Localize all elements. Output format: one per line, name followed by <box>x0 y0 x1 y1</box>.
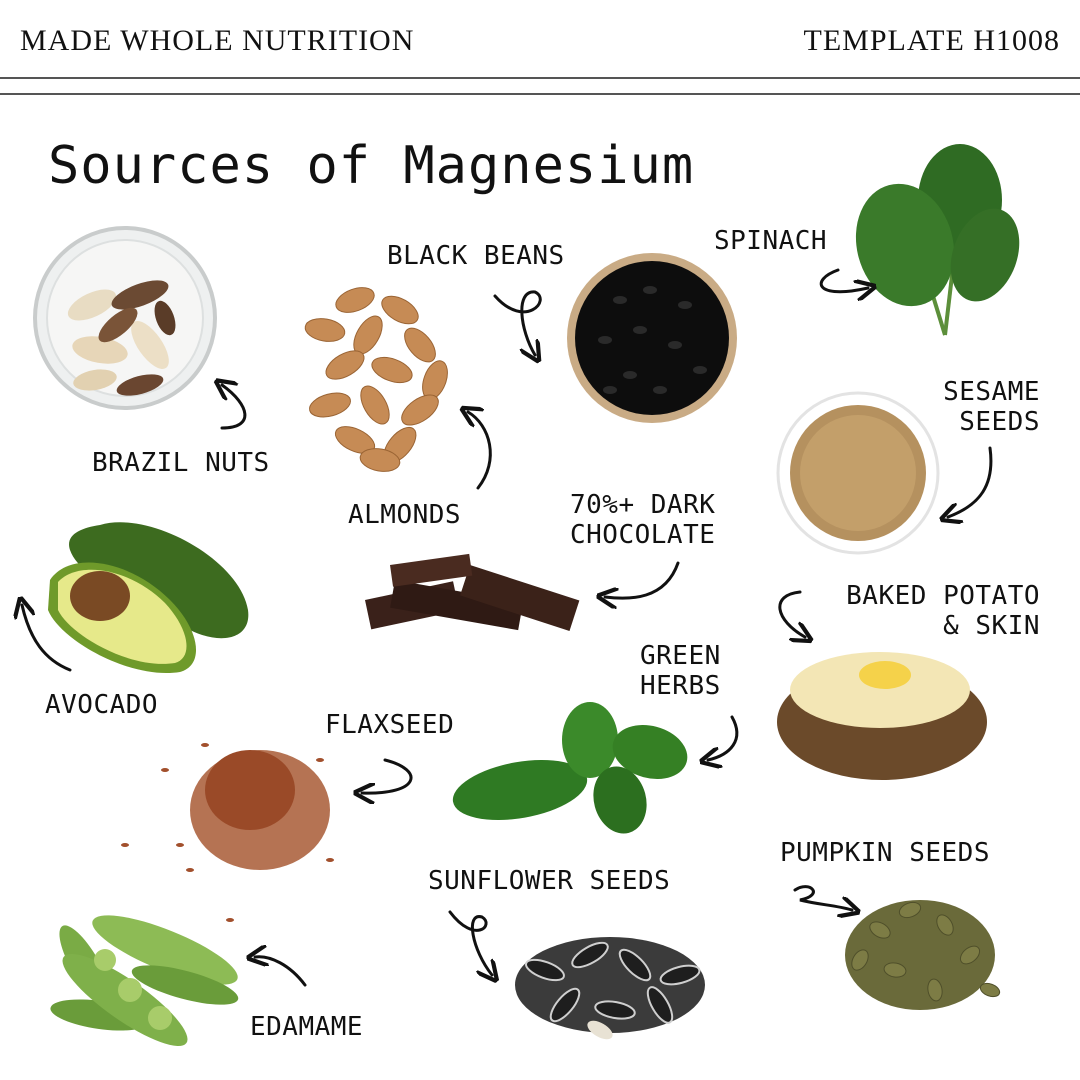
sesame-seeds-image <box>776 391 940 555</box>
baked-potato-image <box>777 652 987 780</box>
avocado-arrow <box>22 605 72 672</box>
flaxseed-arrow <box>362 758 413 793</box>
sunflower-seeds-image <box>515 937 705 1040</box>
spinach-arrow <box>819 268 868 292</box>
pointer-arrows <box>22 268 993 987</box>
almonds-arrow <box>468 412 492 490</box>
black-beans-arrow <box>493 290 540 355</box>
label-dark-chocolate: 70%+ DARK CHOCOLATE <box>570 490 715 550</box>
label-baked-potato: BAKED POTATO & SKIN <box>810 581 1040 641</box>
brand-name: MADE WHOLE NUTRITION <box>20 24 415 57</box>
label-sesame-seeds: SESAME SEEDS <box>930 377 1040 437</box>
sunflower-arrow <box>448 910 492 975</box>
edamame-arrow <box>255 957 307 987</box>
label-edamame: EDAMAME <box>250 1012 364 1042</box>
template-code: TEMPLATE H1008 <box>803 24 1060 57</box>
label-green-herbs-line2: HERBS <box>640 671 721 701</box>
label-green-herbs: GREEN HERBS <box>640 641 721 701</box>
label-baked-potato-line2: & SKIN <box>943 611 1040 641</box>
label-green-herbs-line1: GREEN <box>640 641 721 671</box>
label-brazil-nuts: BRAZIL NUTS <box>92 448 270 478</box>
header: MADE WHOLE NUTRITION TEMPLATE H1008 <box>0 0 1080 96</box>
spinach-image <box>855 144 1020 336</box>
label-sunflower-seeds: SUNFLOWER SEEDS <box>428 866 671 896</box>
green-herbs-image <box>452 702 688 834</box>
dark-chocolate-image <box>364 553 580 631</box>
almonds-image <box>304 287 448 472</box>
label-avocado: AVOCADO <box>45 690 159 720</box>
label-sesame-line1: SESAME <box>943 377 1040 407</box>
potato-arrow <box>778 590 805 637</box>
label-baked-potato-line1: BAKED POTATO <box>846 581 1040 611</box>
label-dark-chocolate-line2: CHOCOLATE <box>570 520 716 550</box>
label-almonds: ALMONDS <box>348 500 462 530</box>
header-divider-top <box>0 77 1080 79</box>
header-divider-bottom <box>0 93 1080 95</box>
brazil-nuts-arrow <box>222 385 247 430</box>
dark-chocolate-arrow <box>605 561 680 598</box>
label-dark-chocolate-line1: 70%+ DARK <box>570 490 716 520</box>
green-herbs-arrow <box>708 715 739 760</box>
label-spinach: SPINACH <box>714 226 828 256</box>
avocado-image <box>48 522 249 674</box>
label-black-beans: BLACK BEANS <box>387 241 565 271</box>
edamame-image <box>50 915 239 1047</box>
label-pumpkin-seeds: PUMPKIN SEEDS <box>780 838 990 868</box>
pumpkin-seeds-image <box>845 900 1001 1010</box>
label-sesame-line2: SEEDS <box>959 407 1040 437</box>
black-beans-image <box>567 253 737 423</box>
sesame-arrow <box>948 446 993 517</box>
brazil-nuts-image <box>33 226 217 410</box>
flaxseed-image <box>121 743 334 922</box>
page-title: Sources of Magnesium <box>48 136 695 196</box>
label-flaxseed: FLAXSEED <box>325 710 455 740</box>
pumpkin-arrow <box>793 885 852 910</box>
